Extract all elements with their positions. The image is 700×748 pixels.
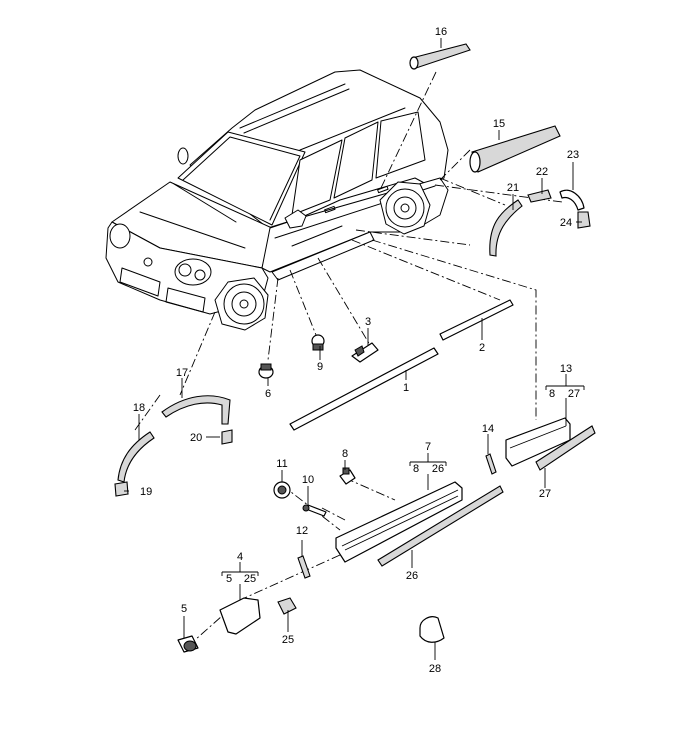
callout-28: 28 <box>429 663 441 675</box>
part-28 <box>419 616 445 643</box>
callout-9: 9 <box>317 361 323 373</box>
part-18 <box>117 431 155 483</box>
callout-23: 23 <box>567 149 579 161</box>
part-14 <box>485 453 497 475</box>
part-24 <box>577 211 591 229</box>
part-7 <box>335 481 463 563</box>
callout-26: 26 <box>406 570 418 582</box>
callout-19: 19 <box>140 486 152 498</box>
callout-labels: 16 15 22 23 21 24 2 3 9 6 1 17 18 19 20 … <box>133 26 580 675</box>
callout-13: 13 <box>560 363 572 375</box>
callout-24: 24 <box>560 217 572 229</box>
callout-21: 21 <box>507 182 519 194</box>
callout-25: 25 <box>282 634 294 646</box>
callout-27: 27 <box>539 488 551 500</box>
part-20 <box>221 429 233 445</box>
part-19 <box>114 481 129 497</box>
callout-4: 4 <box>237 551 243 563</box>
part-26 <box>377 485 504 567</box>
part-1 <box>289 347 439 431</box>
callout-22: 22 <box>536 166 548 178</box>
part-13 <box>505 417 571 467</box>
assembly-leaders <box>134 71 563 641</box>
callout-11: 11 <box>276 458 287 470</box>
vehicle-drawing <box>105 69 449 331</box>
callout-20: 20 <box>190 432 202 444</box>
part-3 <box>351 342 379 363</box>
callout-7: 7 <box>425 441 431 453</box>
part-2 <box>439 299 514 341</box>
part-25 <box>277 597 297 615</box>
callout-4-sub-25: 25 <box>244 573 256 585</box>
callout-2: 2 <box>479 342 485 354</box>
callout-17: 17 <box>176 367 188 379</box>
part-17 <box>161 395 231 425</box>
parts <box>114 43 596 653</box>
callout-16: 16 <box>435 26 447 38</box>
callout-7-sub-26: 26 <box>432 463 444 475</box>
part-22 <box>527 189 552 203</box>
callout-15: 15 <box>493 118 505 130</box>
callout-6: 6 <box>265 388 271 400</box>
callout-12: 12 <box>296 525 308 537</box>
callout-10: 10 <box>302 474 314 486</box>
callout-13-sub-8: 8 <box>549 388 555 400</box>
part-4 <box>219 597 261 635</box>
callout-8: 8 <box>342 448 348 460</box>
callout-18: 18 <box>133 402 145 414</box>
callout-13-sub-27: 27 <box>568 388 580 400</box>
part-12 <box>297 555 311 579</box>
callout-1: 1 <box>403 382 409 394</box>
part-23 <box>559 189 585 211</box>
part-21 <box>489 199 523 257</box>
callout-3: 3 <box>365 316 371 328</box>
callout-7-sub-8: 8 <box>413 463 419 475</box>
callout-5: 5 <box>181 603 187 615</box>
callout-4-sub-5: 5 <box>226 573 232 585</box>
callout-leaders <box>124 38 585 660</box>
callout-14: 14 <box>482 423 494 435</box>
part-27 <box>535 425 596 471</box>
